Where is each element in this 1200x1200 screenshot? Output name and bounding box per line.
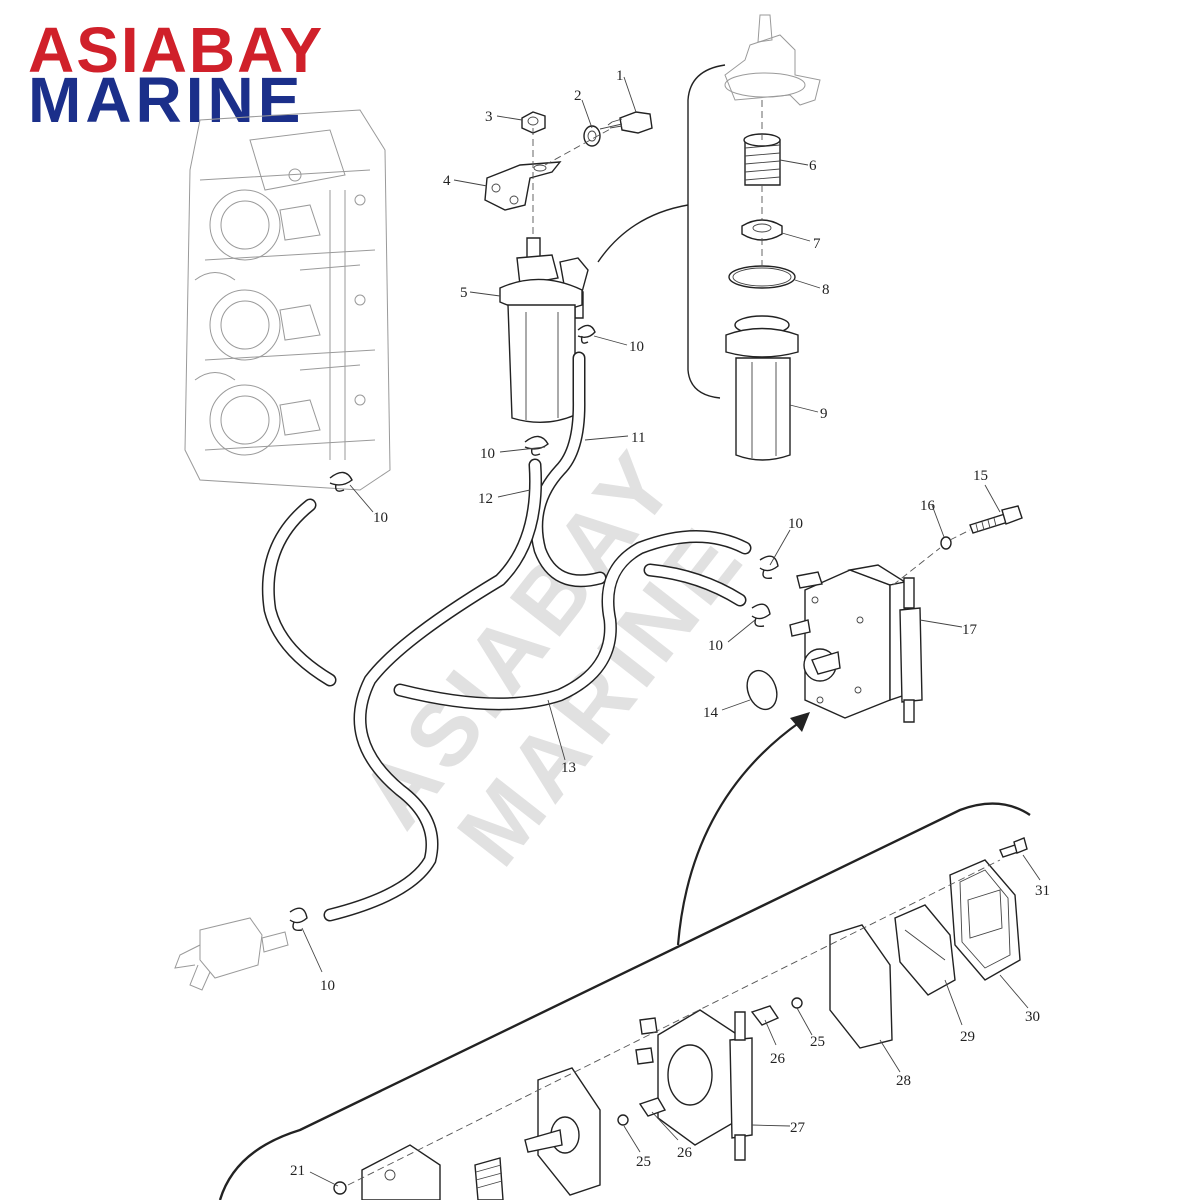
callout-7: 7	[813, 236, 821, 252]
callout-3: 3	[485, 109, 493, 125]
detail-gasket-28	[829, 924, 893, 1049]
detail-pump-body-27	[635, 1009, 753, 1161]
exploded-group-bracket	[687, 64, 726, 399]
callout-14: 14	[703, 705, 719, 721]
callout-29: 29	[960, 1029, 975, 1045]
detail-spring	[474, 1157, 504, 1200]
filter-housing-ghost	[724, 14, 821, 106]
filter-cup-9	[725, 315, 799, 461]
watermark: ASIABAY MARINE	[341, 431, 764, 884]
callout-8: 8	[822, 282, 830, 298]
fuel-pump-17	[789, 564, 923, 723]
hose-13	[393, 530, 752, 711]
detail-base-21	[361, 1144, 441, 1200]
callout-4: 4	[443, 173, 451, 189]
assembly-axis-3	[892, 529, 971, 586]
brand-logo: ASIABAY MARINE	[28, 14, 324, 136]
callout-26-upper: 26	[770, 1051, 786, 1067]
detail-nut-21	[333, 1181, 347, 1195]
detail-screw-25b	[617, 1114, 629, 1126]
callout-2: 2	[574, 88, 582, 104]
callout-31: 31	[1035, 883, 1050, 899]
logo-line-2: MARINE	[28, 64, 304, 136]
callout-17: 17	[962, 622, 978, 638]
hose-return	[643, 563, 747, 607]
hose-clip-10	[289, 324, 779, 932]
callout-6: 6	[809, 158, 817, 174]
callout-30: 30	[1025, 1009, 1040, 1025]
callout-16: 16	[920, 498, 936, 514]
gasket-7	[741, 219, 783, 241]
callout-9: 9	[820, 406, 828, 422]
hose-engine	[261, 498, 337, 687]
nut-3	[521, 111, 546, 134]
engine-block-ghost	[184, 109, 391, 491]
callout-11: 11	[631, 430, 645, 446]
callout-10-valve: 10	[320, 978, 335, 994]
callout-labels: 1 2 3 4 5 6 7 8 9 10 10 10 10 10 10 11 1…	[290, 68, 1050, 1179]
callout-25-lower: 25	[636, 1154, 651, 1170]
detail-panel-outline	[218, 802, 1031, 1200]
callout-21: 21	[290, 1163, 305, 1179]
detail-check-26a	[750, 1005, 780, 1026]
hose-12	[323, 458, 543, 922]
callout-13: 13	[561, 760, 576, 776]
o-ring-8	[728, 265, 796, 289]
callout-5: 5	[460, 285, 468, 301]
detail-axis	[347, 859, 1001, 1186]
callout-27: 27	[790, 1120, 806, 1136]
filter-leader-curve	[597, 204, 689, 263]
callout-26-lower: 26	[677, 1145, 693, 1161]
detail-diaphragm-plate	[524, 1067, 601, 1196]
callout-15: 15	[973, 468, 988, 484]
callout-10-engine: 10	[373, 510, 388, 526]
assembly-axis-1	[532, 127, 613, 240]
detail-bolt-31	[999, 837, 1028, 858]
leader-lines	[301, 76, 1041, 1187]
fuel-filter-5	[499, 237, 589, 424]
bracket-4	[484, 161, 562, 211]
callout-25-upper: 25	[810, 1034, 825, 1050]
callout-12: 12	[478, 491, 493, 507]
callout-1: 1	[616, 68, 624, 84]
washer-16	[940, 536, 952, 550]
callout-10-filter-bottom: 10	[480, 446, 495, 462]
logo-line-1: ASIABAY	[28, 14, 324, 86]
o-ring-14	[746, 669, 778, 711]
detail-valve-29	[894, 904, 956, 996]
detail-cover-30	[949, 859, 1021, 981]
callout-10-pump-lower: 10	[708, 638, 723, 654]
detail-screw-25a	[791, 997, 803, 1009]
bolt-15	[969, 505, 1023, 534]
detail-arrow	[676, 721, 801, 946]
detail-check-26b	[638, 1097, 667, 1117]
arrow-head	[790, 712, 810, 732]
callout-10-filter-top: 10	[629, 339, 644, 355]
callout-28: 28	[896, 1073, 911, 1089]
callout-10-pump-upper: 10	[788, 516, 803, 532]
fuel-valve-ghost	[174, 917, 289, 991]
filter-element-6	[743, 133, 781, 186]
